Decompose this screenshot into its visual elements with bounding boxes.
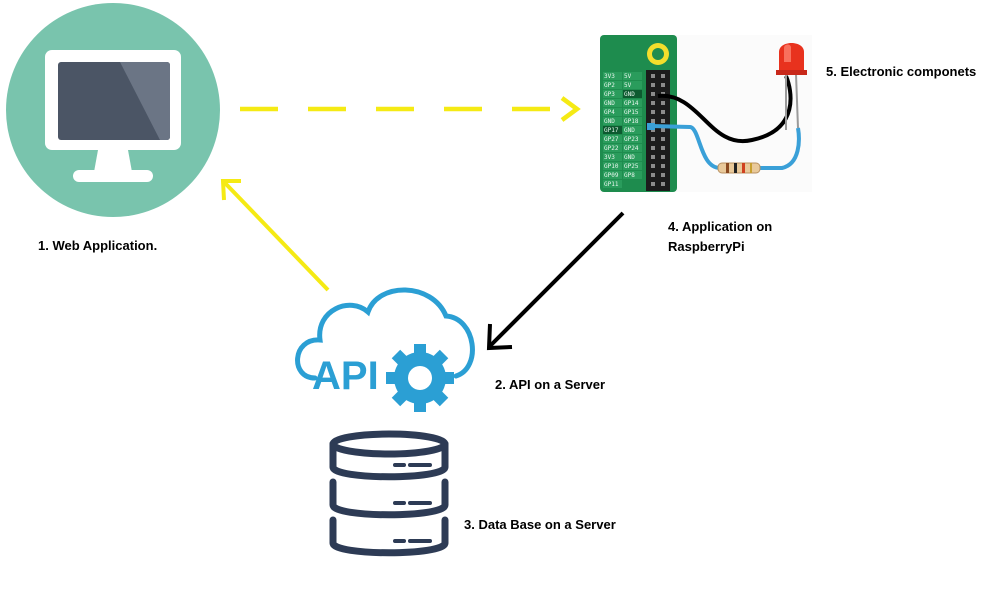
label-raspberry-line2: RaspberryPi (668, 239, 745, 254)
gpio-pin (661, 182, 665, 186)
gpio-label-bg (603, 135, 622, 143)
gpio-label-bg (603, 72, 622, 80)
gpio-pin-label: GND (624, 91, 635, 98)
gpio-label-bg (623, 126, 642, 134)
gpio-label-bg (603, 126, 622, 134)
gpio-label-bg (603, 90, 622, 98)
gpio-pin-label: GP3 (604, 91, 615, 98)
gpio-pin (661, 119, 665, 123)
gpio-pin-label: GND (624, 154, 635, 161)
gpio-pin (651, 119, 655, 123)
gpio-pin (651, 92, 655, 96)
gpio-pin (661, 146, 665, 150)
gpio-pin-label: GP11 (604, 181, 619, 188)
gpio-board-icon: 3V3GP2GP3GNDGP4GNDGP17GP27GP223V3GP10GP0… (600, 35, 812, 192)
gpio-pin-label: 3V3 (604, 154, 615, 161)
label-web-application: 1. Web Application. (38, 238, 158, 253)
gpio-pin-label: GP24 (624, 145, 639, 152)
gpio-pin-label: GP27 (604, 136, 619, 143)
gpio-pin (651, 74, 655, 78)
dashed-arrow-web-to-raspberry (240, 96, 581, 122)
gpio-pin-label: GP25 (624, 163, 639, 170)
gpio-label-bg (623, 153, 642, 161)
gpio-label-bg (623, 171, 642, 179)
label-database-server: 3. Data Base on a Server (464, 517, 616, 532)
gpio-pin-label: 3V3 (604, 73, 615, 80)
gpio-pin (661, 137, 665, 141)
gpio-label-bg (603, 81, 622, 89)
gpio-pin-label: GP22 (604, 145, 619, 152)
gpio-pin-label: 5V (624, 82, 632, 89)
gpio-label-bg (603, 153, 622, 161)
gpio-label-bg (623, 72, 642, 80)
gpio-pin (651, 101, 655, 105)
gpio-pin (651, 173, 655, 177)
gpio-pin-label: GP17 (604, 127, 619, 134)
gpio-label-bg (603, 144, 622, 152)
database-icon (329, 430, 449, 557)
gpio-pin-label: GP10 (604, 163, 619, 170)
gpio-pin-label: GP14 (624, 100, 639, 107)
gpio-pin-label: GP09 (604, 172, 619, 179)
gpio-pin (661, 155, 665, 159)
api-icon-text: API (312, 354, 379, 398)
gpio-label-bg (603, 162, 622, 170)
gpio-pin-label: GP18 (624, 118, 639, 125)
gpio-label-bg (623, 162, 642, 170)
label-electronic-components: 5. Electronic componets (826, 64, 977, 79)
gpio-pin (661, 110, 665, 114)
gpio-pin (661, 128, 665, 132)
gpio-pin (661, 101, 665, 105)
monitor-icon (6, 3, 220, 217)
gpio-label-bg (623, 108, 642, 116)
gpio-pin (651, 155, 655, 159)
gpio-label-bg (623, 81, 642, 89)
gpio-pin (661, 164, 665, 168)
gpio-pin-label: GND (604, 100, 615, 107)
gpio-pin-label: GP8 (624, 172, 635, 179)
gpio-label-bg (623, 90, 642, 98)
gpio-label-bg (623, 135, 642, 143)
gpio-pin (661, 74, 665, 78)
gpio-label-bg (603, 180, 622, 188)
arrow-raspberry-to-api (486, 211, 625, 351)
gpio-label-bg (603, 108, 622, 116)
gpio-label-bg (623, 144, 642, 152)
gpio-pin (651, 146, 655, 150)
gpio-pin (661, 83, 665, 87)
gpio-pin (661, 173, 665, 177)
gpio-label-bg (623, 117, 642, 125)
gpio-label-bg (603, 117, 622, 125)
gpio-pin (651, 83, 655, 87)
gpio-pin (651, 164, 655, 168)
gpio-pin (651, 137, 655, 141)
label-api-server: 2. API on a Server (495, 377, 606, 392)
gpio-pin-label: 5V (624, 73, 632, 80)
led-resistor-icon (717, 43, 807, 174)
gpio-pin-label: GP15 (624, 109, 639, 116)
api-cloud-gear-icon: API (295, 287, 475, 412)
gpio-pin-label: GND (604, 118, 615, 125)
gpio-pin (651, 110, 655, 114)
arrow-api-to-web (220, 179, 330, 292)
gpio-pin-label: GP23 (624, 136, 639, 143)
label-raspberry-line1: 4. Application on (668, 219, 773, 234)
gpio-label-bg (603, 99, 622, 107)
gpio-pin-label: GND (624, 127, 635, 134)
gpio-pin-label: GP4 (604, 109, 615, 116)
gpio-label-bg (623, 99, 642, 107)
gpio-pin-label: GP2 (604, 82, 615, 89)
gpio-pin (651, 182, 655, 186)
gpio-label-bg (603, 171, 622, 179)
